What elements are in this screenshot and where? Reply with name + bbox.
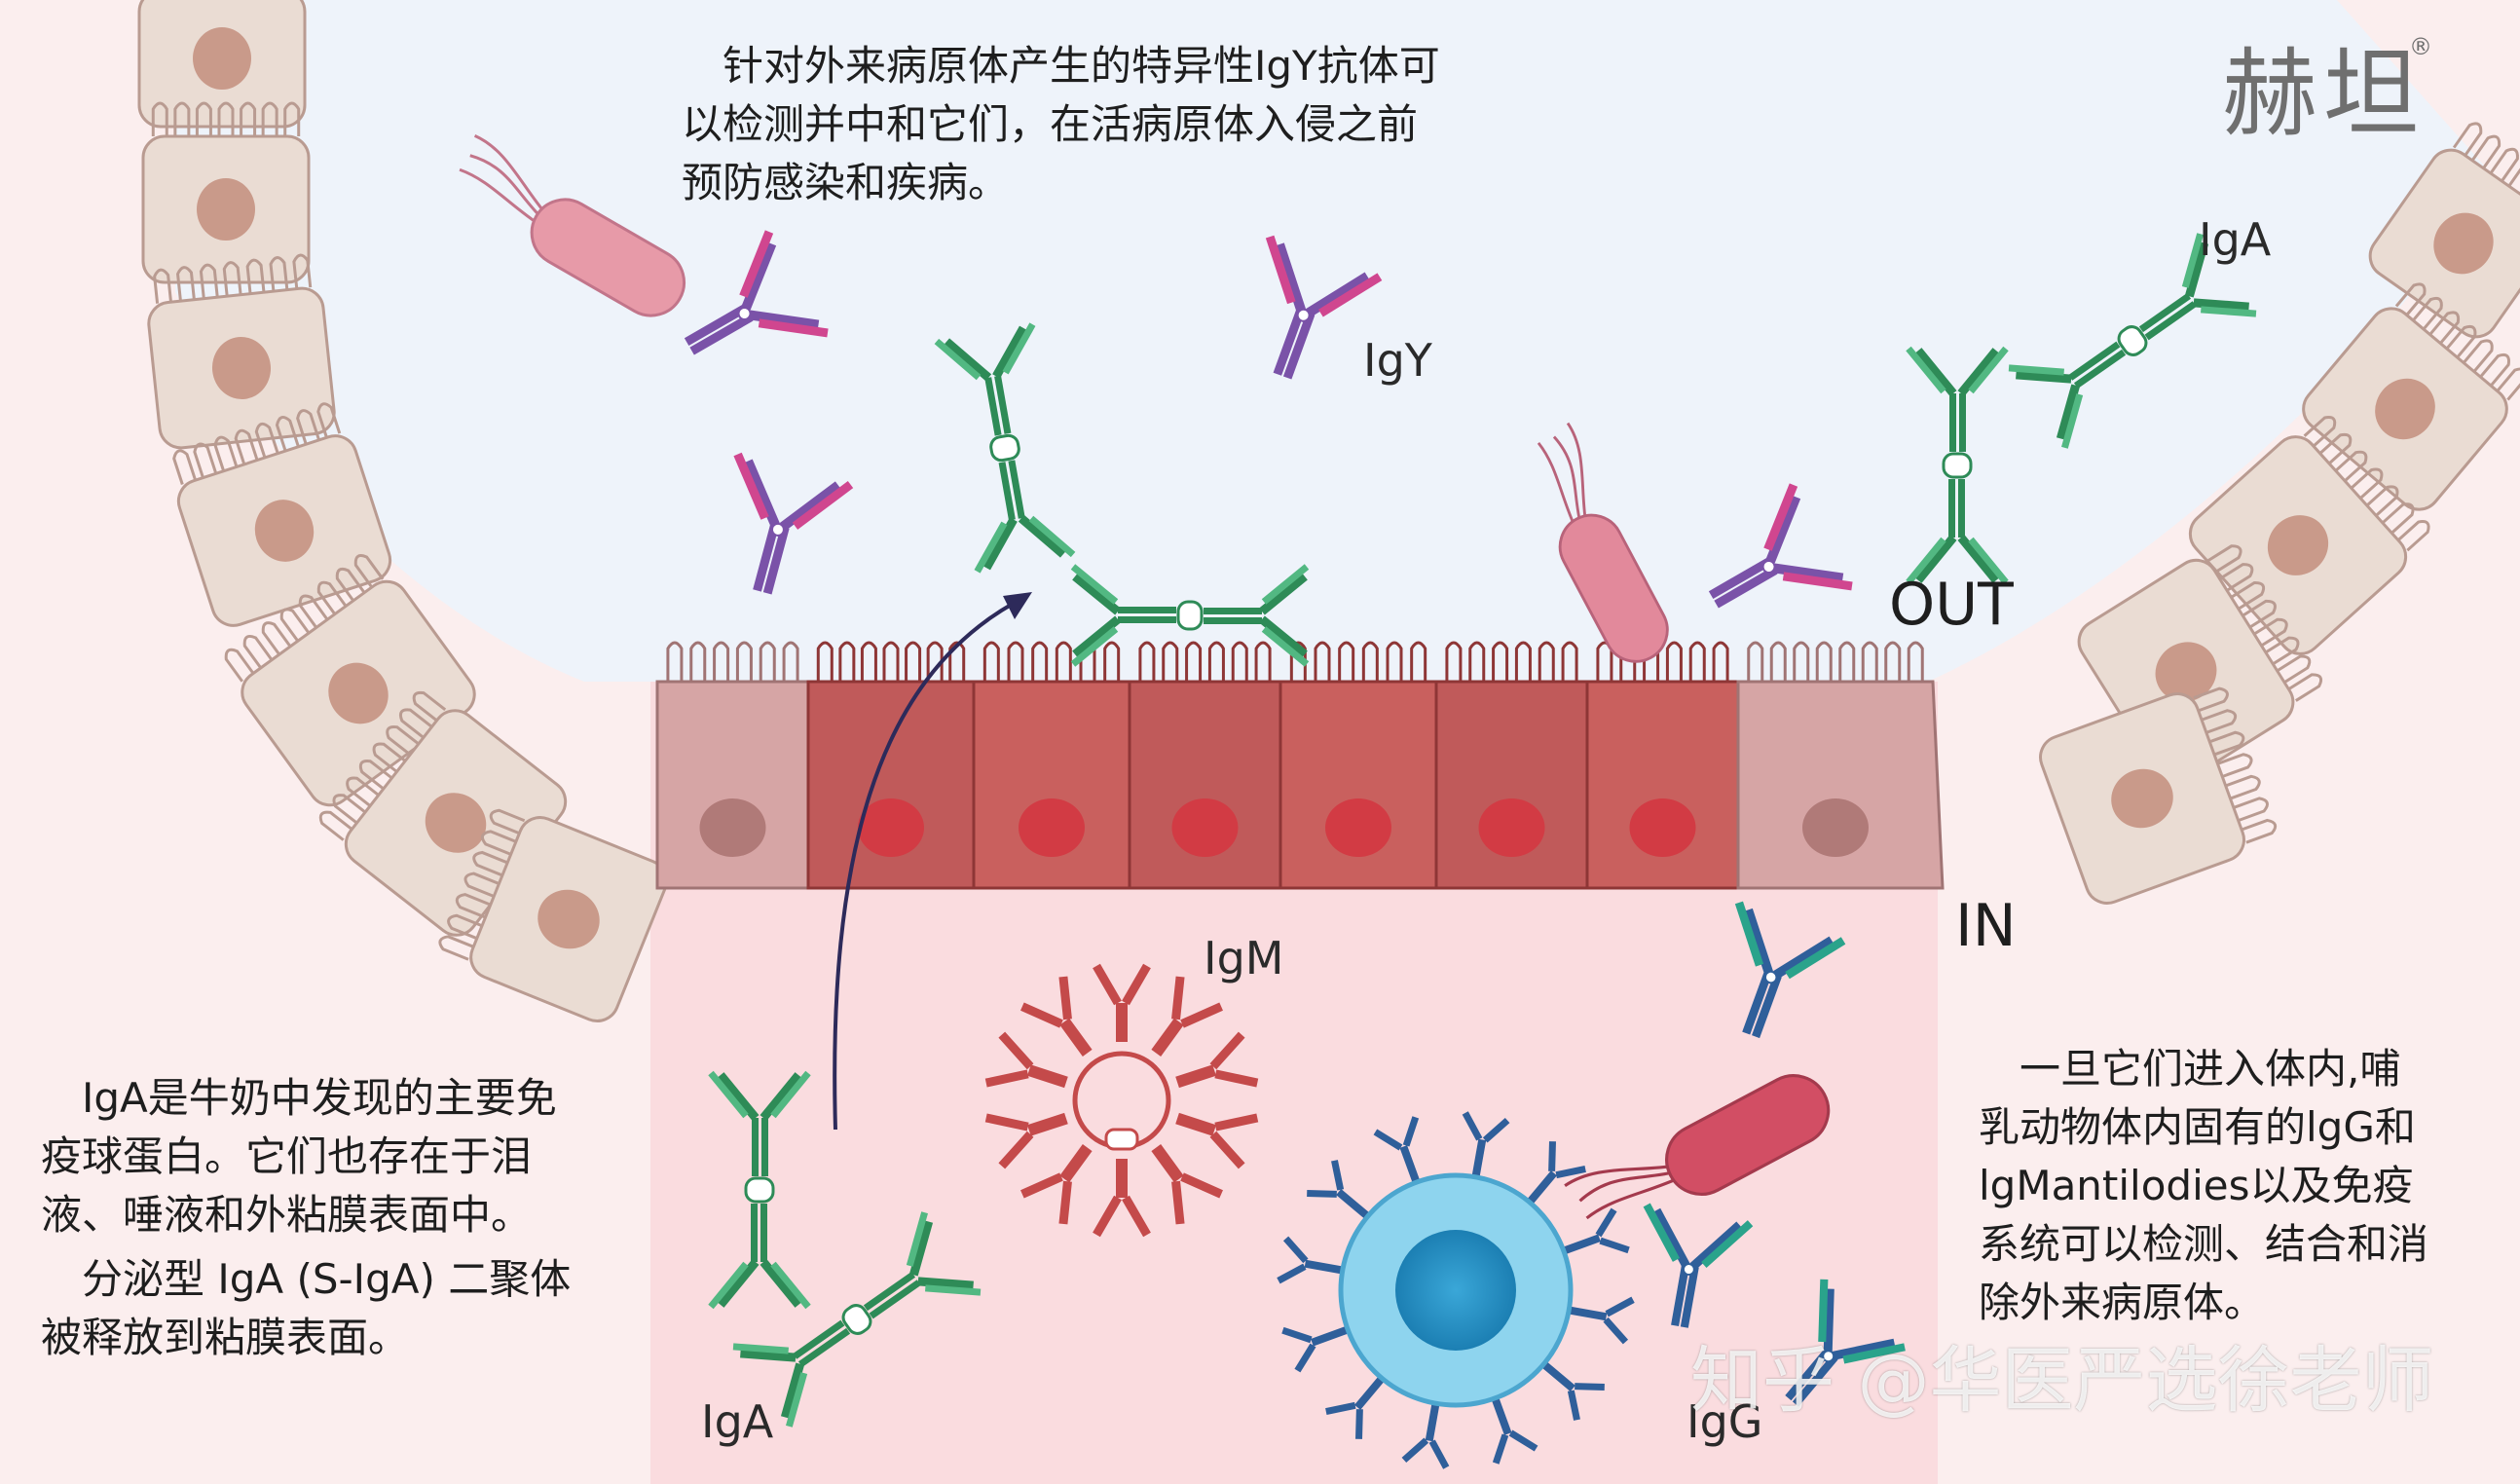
lumen-area <box>175 0 2493 682</box>
label-iga-top: IgA <box>2199 213 2272 266</box>
iga-dimer-icon <box>708 1070 811 1310</box>
registered-mark: ® <box>2409 33 2432 60</box>
igm-pentamer-icon <box>984 963 1259 1238</box>
epithelial-cell <box>137 0 307 129</box>
igg-antibody-icon <box>1643 1203 1754 1328</box>
iga-dimer-icon <box>2008 233 2257 449</box>
left-line: 疫球蛋白。它们也存在于泪 <box>41 1132 533 1180</box>
left-paragraph: IgA是牛奶中发现的主要免 疫球蛋白。它们也存在于泪 液、唾液和外粘膜表面中。 … <box>41 1069 645 1367</box>
iga-dimer-icon <box>1906 346 2009 585</box>
antibody-icon <box>684 230 829 355</box>
right-line: 乳动物体内固有的lgG和 <box>1979 1103 2416 1151</box>
right-line: 系统可以检测、结合和消 <box>1979 1220 2429 1268</box>
right-paragraph: 一旦它们进入体内,哺 乳动物体内固有的lgG和 lgMantilodies以及免… <box>1979 1040 2504 1332</box>
right-line: 除外来病原体。 <box>1979 1279 2266 1326</box>
epithelial-cell <box>972 641 1131 890</box>
title-line: 预防感染和疾病。 <box>682 159 1010 206</box>
iga-dimer-icon <box>1070 564 1310 667</box>
epithelial-cell <box>1128 641 1282 890</box>
epithelial-cell <box>2368 122 2520 339</box>
right-line: lgMantilodies以及免疫 <box>1979 1162 2414 1209</box>
igg-antibody-icon <box>1785 1279 1906 1407</box>
antibody-icon <box>733 452 854 595</box>
epithelial-cell <box>806 641 976 890</box>
bacterium-icon <box>459 133 686 317</box>
label-igm: IgM <box>1204 932 1284 984</box>
immune-cell-icon <box>1277 1111 1635 1469</box>
epithelial-cell <box>1434 641 1589 890</box>
igg-antibody-icon <box>1734 901 1846 1039</box>
right-line: 一旦它们进入体内,哺 <box>1979 1045 2401 1093</box>
epithelial-cell <box>224 554 476 807</box>
label-iga-bottom: IgA <box>701 1395 774 1448</box>
label-in: IN <box>1955 892 2017 960</box>
epithelial-cell <box>1279 641 1438 890</box>
bacterium-icon <box>1537 422 1669 663</box>
epithelial-cell <box>2039 686 2278 905</box>
arrow-head-icon <box>1003 592 1032 619</box>
bacterium-icon <box>1564 1074 1831 1220</box>
epithelial-cell <box>438 808 668 1022</box>
epithelial-cell <box>141 101 311 284</box>
antibody-icon <box>1708 483 1853 609</box>
title-line: 针对外来病原体产生的特异性IgY抗体可 <box>682 42 1440 90</box>
label-igy: IgY <box>1363 334 1432 387</box>
iga-dimer-icon <box>732 1211 982 1428</box>
left-line: 分泌型 IgA (S-IgA) 二聚体 <box>41 1255 572 1303</box>
epithelial-cell <box>2302 282 2520 511</box>
epithelial-cell <box>147 253 336 450</box>
label-out: OUT <box>1889 571 2014 639</box>
brand-logo: 赫坦 <box>2222 39 2426 150</box>
antibody-icon <box>1265 235 1383 380</box>
left-line: 液、唾液和外粘膜表面中。 <box>41 1191 533 1239</box>
epithelial-cell <box>1736 641 1945 890</box>
epithelial-cell <box>1585 641 1740 890</box>
title-line: 以检测并中和它们，在活病原体入侵之前 <box>682 100 1419 148</box>
watermark: 知乎 @华医严选徐老师 <box>1690 1339 2434 1423</box>
left-line: 被释放到粘膜表面。 <box>41 1314 410 1361</box>
left-line: IgA是牛奶中发现的主要免 <box>41 1074 557 1122</box>
iga-dimer-icon <box>934 322 1076 574</box>
epithelial-cell <box>2188 416 2430 655</box>
transport-arrow <box>833 602 1014 1131</box>
title-paragraph: 针对外来病原体产生的特异性IgY抗体可 以检测并中和它们，在活病原体入侵之前 预… <box>682 37 1577 212</box>
label-igg: IgG <box>1686 1395 1763 1448</box>
